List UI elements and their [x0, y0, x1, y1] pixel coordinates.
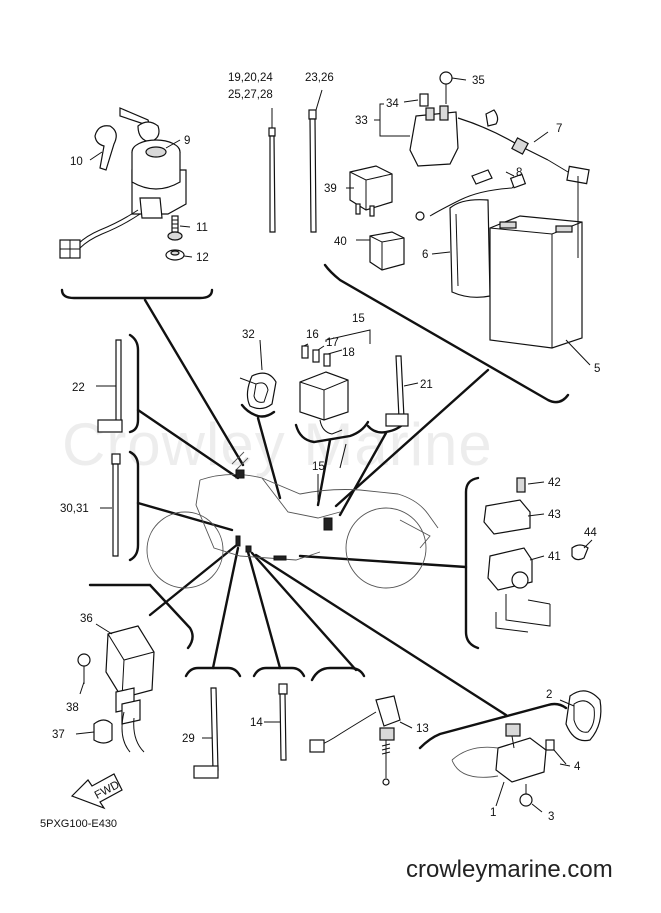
part-main-switch	[59, 107, 187, 261]
callout-38: 38	[66, 702, 79, 714]
callout-ticks	[75, 77, 593, 813]
callout-1: 1	[490, 807, 496, 819]
part-cable-ties-left	[97, 339, 123, 557]
callout-2: 2	[546, 689, 552, 701]
callout-43: 43	[548, 509, 561, 521]
callout-8: 8	[516, 167, 522, 179]
callout-6: 6	[422, 249, 428, 261]
callout-25-27-28: 25,27,28	[228, 89, 273, 101]
part-sidestand-switch	[451, 690, 602, 807]
callout-15-center: 15	[312, 461, 325, 473]
part-sensor-assembly	[483, 477, 589, 633]
fwd-arrow: FWD	[70, 773, 123, 810]
callout-30-31: 30,31	[60, 503, 89, 515]
callout-34: 34	[386, 98, 399, 110]
callout-21: 21	[420, 379, 433, 391]
callout-16: 16	[306, 329, 319, 341]
part-control-unit	[77, 625, 155, 753]
part-cable-ties-top	[268, 108, 317, 233]
callout-18: 18	[342, 347, 355, 359]
callout-7: 7	[556, 123, 562, 135]
callout-14: 14	[250, 717, 263, 729]
callout-17: 17	[326, 337, 339, 349]
callout-11: 11	[196, 222, 208, 234]
callout-35: 35	[472, 75, 485, 87]
callout-13: 13	[416, 723, 429, 735]
part-bottom-ties	[193, 683, 401, 786]
callout-40: 40	[334, 236, 347, 248]
callout-9: 9	[184, 135, 190, 147]
callout-36: 36	[80, 613, 93, 625]
motorcycle-outline	[146, 451, 439, 589]
callout-15-top: 15	[352, 313, 365, 325]
part-starter-relay	[349, 71, 590, 349]
callout-10: 10	[70, 156, 83, 168]
diagram-code: 5PXG100-E430	[40, 818, 118, 830]
callout-5: 5	[594, 363, 600, 375]
callout-37: 37	[52, 729, 65, 741]
callout-42: 42	[548, 477, 561, 489]
website-text: crowleymarine.com	[406, 856, 613, 883]
callout-41: 41	[548, 551, 561, 563]
part-fuse-box	[239, 345, 409, 435]
callout-33: 33	[355, 115, 368, 127]
callout-19-20-24: 19,20,24	[228, 72, 273, 84]
callout-22: 22	[72, 382, 85, 394]
callout-4: 4	[574, 761, 581, 773]
callout-12: 12	[196, 252, 209, 264]
callout-39: 39	[324, 183, 337, 195]
callout-44: 44	[584, 527, 597, 539]
watermark-text: Crowley Marine	[62, 411, 493, 478]
leader-lines	[136, 298, 508, 717]
callout-29: 29	[182, 733, 195, 745]
callout-32: 32	[242, 329, 255, 341]
callout-3: 3	[548, 811, 554, 823]
callout-23-26: 23,26	[305, 72, 334, 84]
callout-labels: 10 9 11 12 19,20,24 25,27,28 23,26 34 33…	[52, 72, 600, 823]
